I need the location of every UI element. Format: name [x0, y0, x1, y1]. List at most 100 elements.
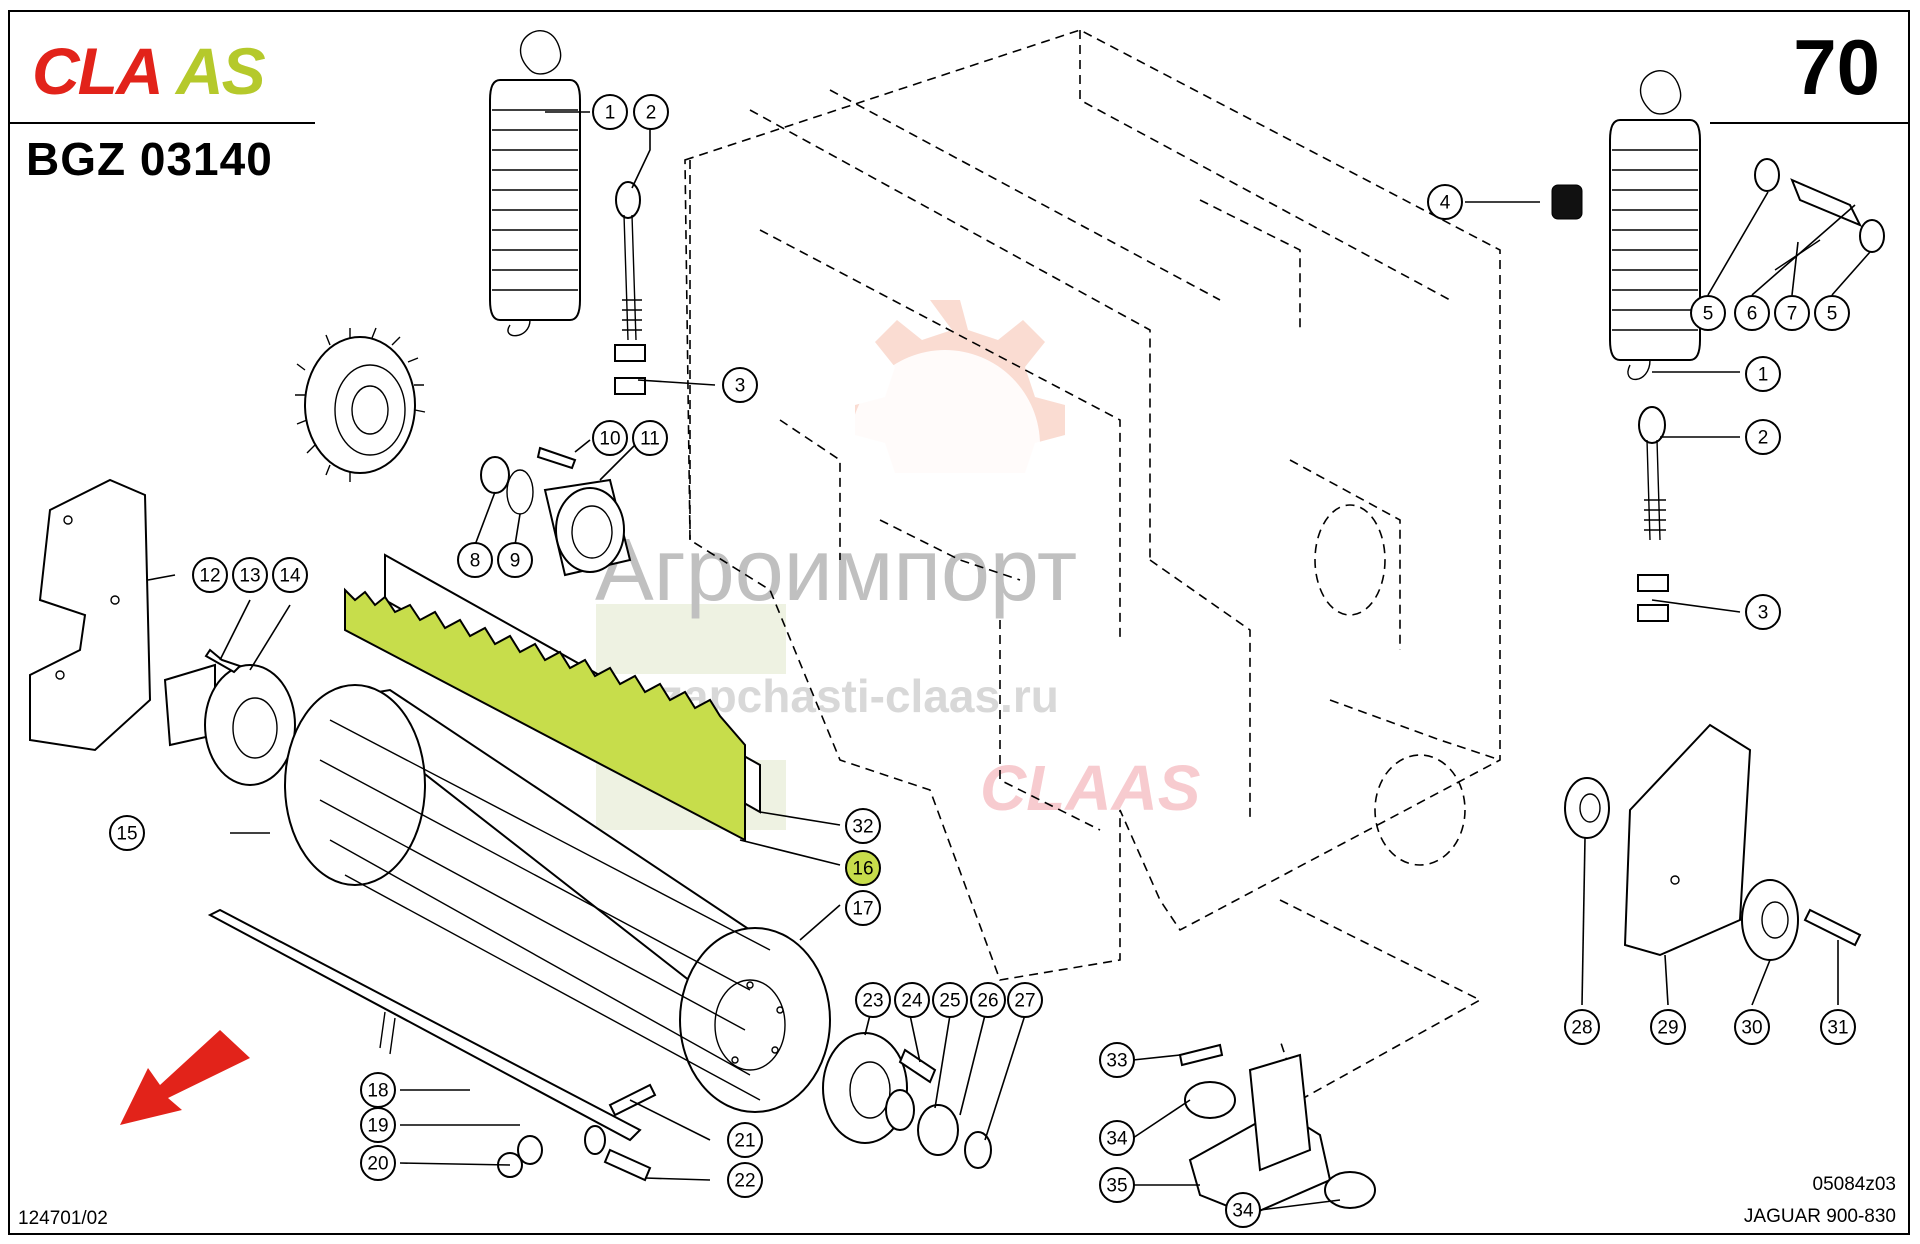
callout-label: 3	[735, 376, 746, 397]
footer-code: 124701/02	[18, 1208, 108, 1229]
callout-circle	[1099, 1167, 1135, 1203]
callout-10: 10	[592, 420, 628, 456]
callout-circle	[727, 1162, 763, 1198]
sheet-border	[8, 10, 1910, 1235]
callout-circle	[845, 850, 881, 886]
callout-35: 35	[1099, 1167, 1135, 1203]
callout-9: 9	[497, 542, 533, 578]
bearing-assembly-bottom	[822, 1032, 992, 1169]
callout-circle	[1564, 1009, 1600, 1045]
callout-5: 5	[1690, 295, 1726, 331]
callout-label: 4	[1440, 193, 1451, 214]
callout-label: 30	[1741, 1018, 1762, 1039]
callout-2: 2	[1745, 419, 1781, 455]
tension-spring-left	[489, 30, 581, 337]
callout-circle	[1007, 982, 1043, 1018]
callout-31: 31	[1820, 1009, 1856, 1045]
callout-25: 25	[932, 982, 968, 1018]
callout-1: 1	[592, 94, 628, 130]
callout-circle	[1690, 295, 1726, 331]
callout-label: 22	[734, 1171, 755, 1192]
callout-label: 25	[939, 991, 960, 1012]
callout-circle	[1745, 356, 1781, 392]
shaft-flange	[163, 648, 296, 786]
callout-label: 13	[239, 566, 260, 587]
callout-circle	[360, 1145, 396, 1181]
svg-text:AS: AS	[174, 38, 266, 104]
callout-circle	[1745, 594, 1781, 630]
side-plate-left	[29, 478, 152, 752]
watermark-brand: CLAAS	[980, 752, 1201, 824]
callout-label: 9	[510, 551, 521, 572]
callout-18: 18	[360, 1072, 396, 1108]
callout-label: 21	[734, 1131, 755, 1152]
callout-circle	[272, 557, 308, 593]
callout-label: 32	[852, 817, 873, 838]
callout-circle	[192, 557, 228, 593]
seal-ring-28	[1564, 777, 1610, 839]
callout-circle	[457, 542, 493, 578]
callout-label: 2	[646, 103, 657, 124]
stud-bolt-21	[608, 1083, 657, 1117]
callout-label: 5	[1827, 304, 1838, 325]
tension-spring-right	[1609, 70, 1701, 381]
callout-14: 14	[272, 557, 308, 593]
bracket-assembly	[1178, 1043, 1376, 1217]
callout-15: 15	[109, 815, 145, 851]
header-rule-right	[1710, 122, 1910, 124]
callout-2: 2	[633, 94, 669, 130]
callout-circle	[360, 1107, 396, 1143]
pin-assembly	[1754, 158, 1885, 271]
callout-29: 29	[1650, 1009, 1686, 1045]
callout-circle	[232, 557, 268, 593]
callout-26: 26	[970, 982, 1006, 1018]
callout-27: 27	[1007, 982, 1043, 1018]
bolt-31	[1803, 908, 1862, 947]
gear-icon	[850, 300, 1065, 540]
callout-label: 23	[862, 991, 883, 1012]
side-plate-29	[1623, 723, 1752, 957]
eye-bolt-right	[1637, 406, 1669, 622]
callout-33: 33	[1099, 1042, 1135, 1078]
drive-gear	[295, 327, 426, 482]
callout-circle	[1225, 1192, 1261, 1228]
model-name: JAGUAR 900-830	[1743, 1206, 1896, 1227]
callout-1: 1	[1745, 356, 1781, 392]
watermark-company: Агроимпорт	[595, 520, 1077, 619]
callout-label: 5	[1703, 304, 1714, 325]
callout-label: 14	[279, 566, 301, 587]
callout-circle	[1427, 184, 1463, 220]
callout-label: 28	[1571, 1018, 1592, 1039]
callout-label: 20	[367, 1154, 388, 1175]
callout-circle	[1099, 1120, 1135, 1156]
callout-32: 32	[845, 808, 881, 844]
callout-5: 5	[1814, 295, 1850, 331]
callout-8: 8	[457, 542, 493, 578]
bolt-22	[584, 1125, 652, 1182]
serrated-knife-highlighted	[344, 587, 746, 842]
callout-circle	[632, 420, 668, 456]
callout-label: 3	[1758, 603, 1769, 624]
drawing-code: 05084z03	[1812, 1174, 1896, 1195]
callout-circle	[1814, 295, 1850, 331]
callout-circle	[592, 420, 628, 456]
callouts	[147, 111, 1871, 1211]
callout-circle	[1745, 419, 1781, 455]
frame-housing	[684, 29, 1501, 1102]
callout-3: 3	[722, 367, 758, 403]
callout-28: 28	[1564, 1009, 1600, 1045]
claas-logo: CLA AS	[30, 34, 330, 109]
callout-circle	[592, 94, 628, 130]
callout-label: 27	[1014, 991, 1035, 1012]
callout-circle	[497, 542, 533, 578]
svg-text:CLA: CLA	[32, 38, 162, 104]
callout-circle	[109, 815, 145, 851]
callout-circle	[970, 982, 1006, 1018]
callout-30: 30	[1734, 1009, 1770, 1045]
callout-label: 10	[599, 429, 620, 450]
callout-label: 1	[605, 103, 616, 124]
watermark: Агроимпорт zapchasti-claas.ru CLAAS	[595, 300, 1201, 830]
